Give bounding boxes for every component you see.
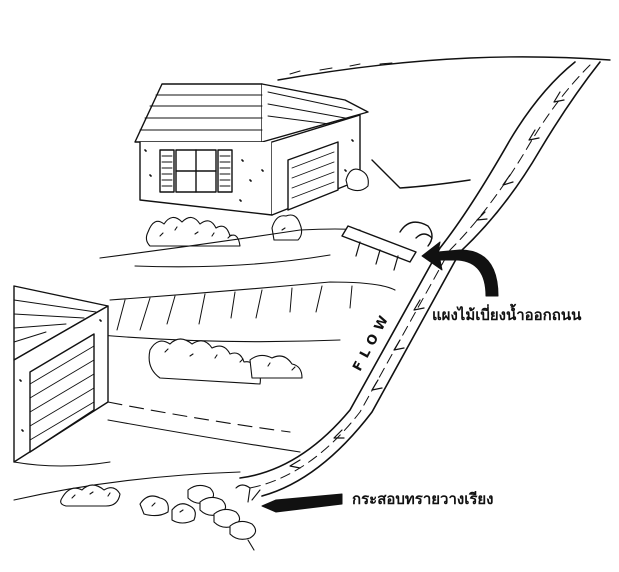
curved-arrow-icon [421,241,499,297]
house [134,83,369,216]
lower-garage [13,285,109,463]
road [239,61,601,497]
wedge-arrow-icon [261,493,343,513]
sandbags-label: กระสอบทรายวางเรียง [352,490,494,508]
shrubs-bottom [60,484,196,524]
shrubs-house [145,168,369,247]
hillside [277,56,611,189]
sandbags [187,484,261,551]
shrubs-slope [148,338,303,385]
yard [99,228,396,343]
deflector-label: แผงไม้เบี่ยงน้ำออกถนน [432,306,582,324]
ground [13,401,301,501]
deflector-board [341,221,433,271]
